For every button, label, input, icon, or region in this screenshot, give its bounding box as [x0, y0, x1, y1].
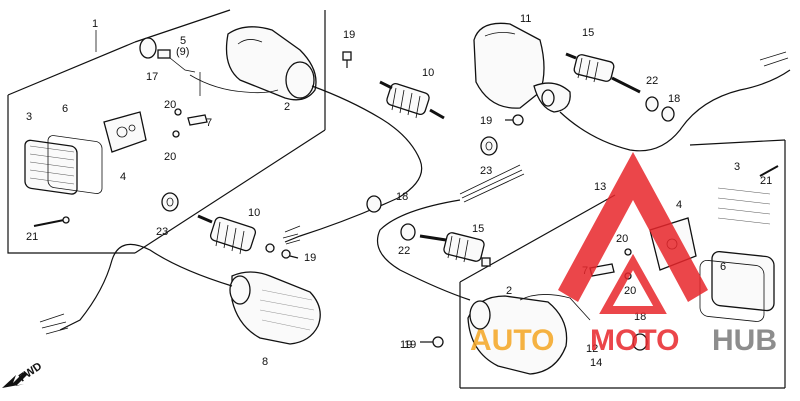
callout: 22 — [646, 75, 658, 87]
callout: 12 — [586, 343, 598, 355]
callout: 19 — [343, 29, 355, 41]
fwd-arrow: FWD — [2, 360, 44, 388]
right-top-harness — [559, 69, 791, 152]
callout: 4 — [120, 171, 126, 183]
callout: 3 — [26, 111, 32, 123]
fwd-label: FWD — [17, 360, 44, 384]
callout: 19 — [480, 115, 492, 127]
callout: 20 — [164, 99, 176, 111]
upper-stay — [379, 80, 445, 120]
callout: 1 — [92, 18, 98, 30]
callout: 6 — [720, 261, 726, 273]
right-middle-stay — [419, 232, 491, 267]
watermark-hub: HUB — [712, 324, 777, 357]
left-rubber — [161, 192, 179, 212]
callout: 21 — [26, 231, 38, 243]
callout: 6 — [62, 103, 68, 115]
callout: 14 — [590, 357, 602, 369]
callout: 2 — [284, 101, 290, 113]
watermark-moto: MOTO — [590, 324, 679, 357]
lower-left-housing — [39, 243, 321, 345]
short-wires — [459, 164, 525, 203]
right-screw — [759, 165, 779, 177]
callout: 10 — [248, 207, 260, 219]
callout: 10 — [422, 67, 434, 79]
left-socket-plate — [103, 111, 147, 153]
callout: 19 — [404, 339, 416, 351]
right-top-stay — [565, 52, 641, 94]
callout: 7 — [206, 117, 212, 129]
callout: 2 — [506, 285, 512, 297]
right-top-housing — [473, 22, 571, 113]
lower-stay — [197, 214, 275, 255]
right-bottom-housing — [467, 294, 648, 375]
left-harness — [284, 85, 423, 243]
bolt-19-bottom — [420, 336, 444, 348]
watermark-triangle-logo — [558, 152, 708, 302]
callout: 5 — [180, 35, 186, 47]
callout: 19 — [400, 339, 412, 351]
callout: 23 — [480, 165, 492, 177]
left-assembly-frame — [7, 9, 326, 254]
callout: 17 — [146, 71, 158, 83]
callout: 20 — [164, 151, 176, 163]
rubber-18-mid — [366, 195, 382, 213]
watermark: AUTO MOTO HUB — [470, 152, 777, 357]
left-lens-gasket — [47, 135, 103, 194]
callout: 20 — [616, 233, 628, 245]
right-top-nuts — [645, 96, 675, 122]
watermark-auto: AUTO — [470, 324, 554, 357]
bolt-19-lower-left — [281, 249, 299, 259]
left-lens — [24, 139, 78, 195]
bulb — [139, 37, 196, 73]
callout: 11 — [520, 13, 531, 25]
callout: 21 — [760, 175, 772, 187]
callout: 4 — [676, 199, 682, 211]
callout: 15 — [582, 27, 594, 39]
callout: 13 — [594, 181, 606, 193]
rubber-23-right — [480, 136, 498, 156]
callout: 15 — [472, 223, 484, 235]
left-housing — [189, 26, 317, 101]
callout: 3 — [734, 161, 740, 173]
right-assembly-frame — [459, 139, 786, 389]
right-lens — [711, 187, 775, 312]
bolt-19-upper — [342, 51, 352, 68]
right-middle-harness — [376, 199, 471, 301]
bolt-19-mid — [505, 114, 524, 126]
callout: 18 — [396, 191, 408, 203]
callout: 19 — [304, 252, 316, 264]
left-screw — [33, 216, 70, 227]
left-fasteners — [172, 108, 208, 138]
callout: (9) — [176, 46, 189, 58]
callout: 22 — [398, 245, 410, 257]
callout: 18 — [668, 93, 680, 105]
callout: 20 — [624, 285, 636, 297]
callout: 8 — [262, 356, 268, 368]
callout: 23 — [156, 226, 168, 238]
callout-labels: 1 5 (9) 17 2 3 6 4 20 7 20 21 23 10 19 1… — [26, 13, 772, 369]
nut-22-mid — [400, 223, 416, 241]
